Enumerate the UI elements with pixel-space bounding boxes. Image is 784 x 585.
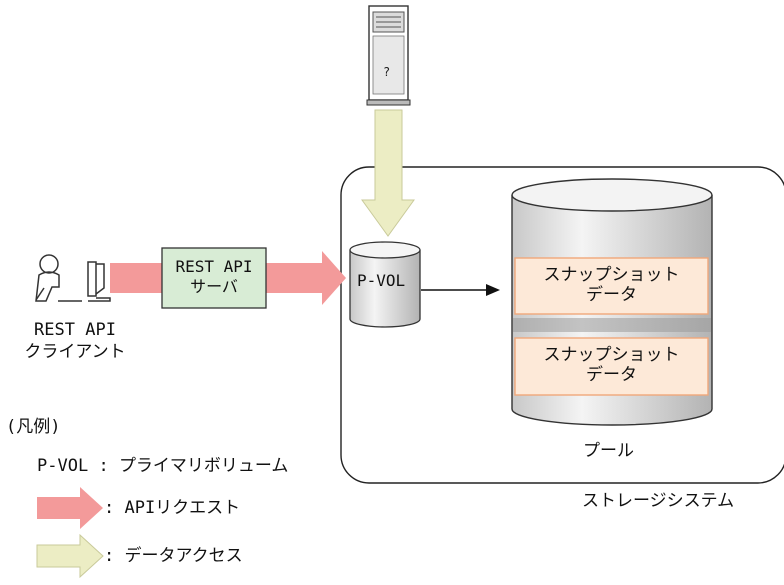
api-request-arrow <box>266 251 346 305</box>
server-tower-icon: ? <box>366 5 411 106</box>
legend-pvol-desc: プライマリボリューム <box>118 456 289 476</box>
storage-system-frame <box>340 166 784 484</box>
snapshot-box-2 <box>514 337 709 396</box>
client-label-line2: クライアント <box>24 342 126 362</box>
server-label-line2: サーバ <box>190 277 238 296</box>
pvol-cylinder <box>349 241 421 328</box>
snapshot-1-line1: スナップショット <box>543 265 680 285</box>
snapshot-1-line2: データ <box>586 285 637 305</box>
snapshot-box-1 <box>514 257 709 315</box>
legend-api-desc: : APIリクエスト <box>104 498 241 518</box>
legend-pvol-key: P-VOL <box>37 456 89 476</box>
pvol-label: P-VOL <box>357 271 406 290</box>
snapshot-2-line2: データ <box>586 365 637 385</box>
legend-pvol-sep: : <box>98 456 109 476</box>
rest-api-server-box <box>161 247 267 309</box>
pool-label: プール <box>583 441 634 461</box>
snapshot-2-line1: スナップショット <box>543 345 680 365</box>
legend-pvol-row: P-VOL : プライマリボリューム <box>37 455 288 477</box>
client-label-line1: REST API <box>34 320 116 340</box>
user-at-computer-icon <box>35 254 111 302</box>
legend-title: (凡例) <box>6 417 61 437</box>
api-request-arrow-segment <box>110 263 162 293</box>
legend-data-desc: : データアクセス <box>104 546 243 566</box>
client-label: REST API クライアント <box>10 319 140 363</box>
server-label: REST API サーバ <box>162 257 266 297</box>
data-access-arrow <box>361 109 415 237</box>
storage-system-label: ストレージシステム <box>582 491 735 511</box>
legend-data-arrow <box>36 533 104 579</box>
copy-arrow-head <box>486 284 500 296</box>
snapshot-label-2: スナップショット データ <box>515 345 708 385</box>
snapshot-label-1: スナップショット データ <box>515 265 708 305</box>
server-label-line1: REST API <box>175 257 253 276</box>
legend-api-arrow <box>37 487 103 529</box>
svg-text:?: ? <box>383 65 390 79</box>
